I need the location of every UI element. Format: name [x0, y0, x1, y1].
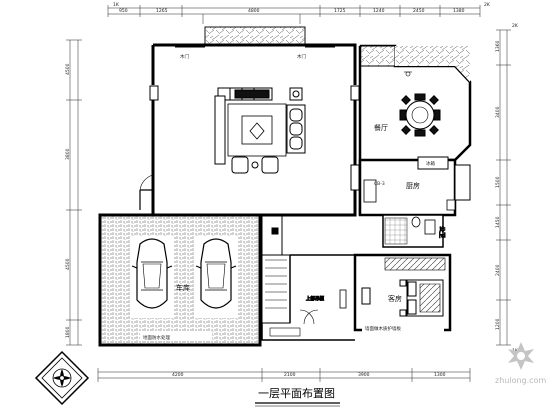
compass-medallion-icon: [34, 350, 90, 406]
dim-left-0: 4500: [65, 63, 71, 75]
room-label-toilet: 公卫: [438, 226, 445, 238]
dimension-texts-bottom: 4200 2100 3900 1300: [172, 372, 446, 378]
fridge-label: 冰箱: [426, 160, 435, 167]
dim-bottom-3: 1300: [434, 372, 446, 378]
counter-label: CB-3: [374, 181, 385, 187]
dimension-texts-top: 1K 2K 950 1265 4800 1725 1240 2450 1380: [113, 2, 491, 14]
dining-table-icon: [399, 93, 441, 137]
living-room: 木门 木门: [149, 43, 360, 217]
drawing-title: 一层平面布置图: [258, 387, 335, 400]
watermark-logo-icon: [508, 342, 534, 370]
dim-left-1: 3800: [65, 148, 71, 160]
dim-top-3: 1725: [334, 8, 346, 14]
kitchen: 冰箱 CB-3 厨房: [358, 156, 471, 217]
drawing-title-block: 一层平面布置图: [255, 387, 340, 407]
dim-bottom-0: 4200: [172, 372, 184, 378]
axis-mark-right-top: 2K: [512, 23, 519, 29]
upper-cabinet-note: 上部吊柜: [306, 295, 324, 302]
dim-right-3: 1450: [495, 216, 501, 228]
dim-bottom-1: 2100: [284, 372, 296, 378]
dim-top-6: 1380: [453, 8, 465, 14]
sofa-set-icon: [214, 87, 306, 174]
garage: 车库 地面防水处理: [98, 213, 262, 347]
watermark-text: zhulong.com: [495, 376, 546, 385]
svg-text:木门: 木门: [180, 53, 189, 60]
dim-top-2: 4800: [248, 8, 260, 14]
dimension-lines: [66, 5, 511, 382]
guest-room: 客房 墙面做木质护墙板: [353, 253, 452, 332]
svg-text:木门: 木门: [297, 53, 306, 60]
dim-top-5: 2450: [413, 8, 425, 14]
car-icon: [131, 238, 237, 309]
axis-mark-top-left: 1K: [113, 2, 120, 8]
dim-left-2: 4500: [65, 258, 71, 270]
toilet-room: 公卫: [382, 214, 446, 248]
room-label-kitchen: 厨房: [406, 181, 420, 190]
garage-floor-note: 地面防水处理: [143, 334, 170, 341]
room-label-garage: 车库: [176, 283, 190, 292]
dim-right-5: 1200: [495, 318, 501, 330]
dim-top-0: 950: [119, 8, 128, 14]
dim-left-3: 1800: [65, 326, 71, 338]
bed-icon: [361, 279, 444, 317]
dim-right-1: 3400: [495, 106, 501, 118]
room-label-guest: 客房: [388, 294, 402, 303]
axis-mark-top-right: 2K: [484, 2, 491, 8]
dim-top-1: 1265: [156, 8, 168, 14]
dim-right-4: 2400: [495, 264, 501, 276]
dim-bottom-2: 3900: [358, 372, 370, 378]
dim-top-4: 1240: [373, 8, 385, 14]
dim-right-0: 1360: [495, 40, 501, 52]
guest-wall-note: 墙面做木质护墙板: [365, 325, 401, 332]
room-label-dining: 餐厅: [374, 123, 388, 132]
dim-right-2: 1500: [495, 176, 501, 188]
stair-corridor: 上部吊柜: [261, 214, 355, 325]
dimension-texts-left: 4500 3800 4500 1800: [65, 63, 71, 338]
